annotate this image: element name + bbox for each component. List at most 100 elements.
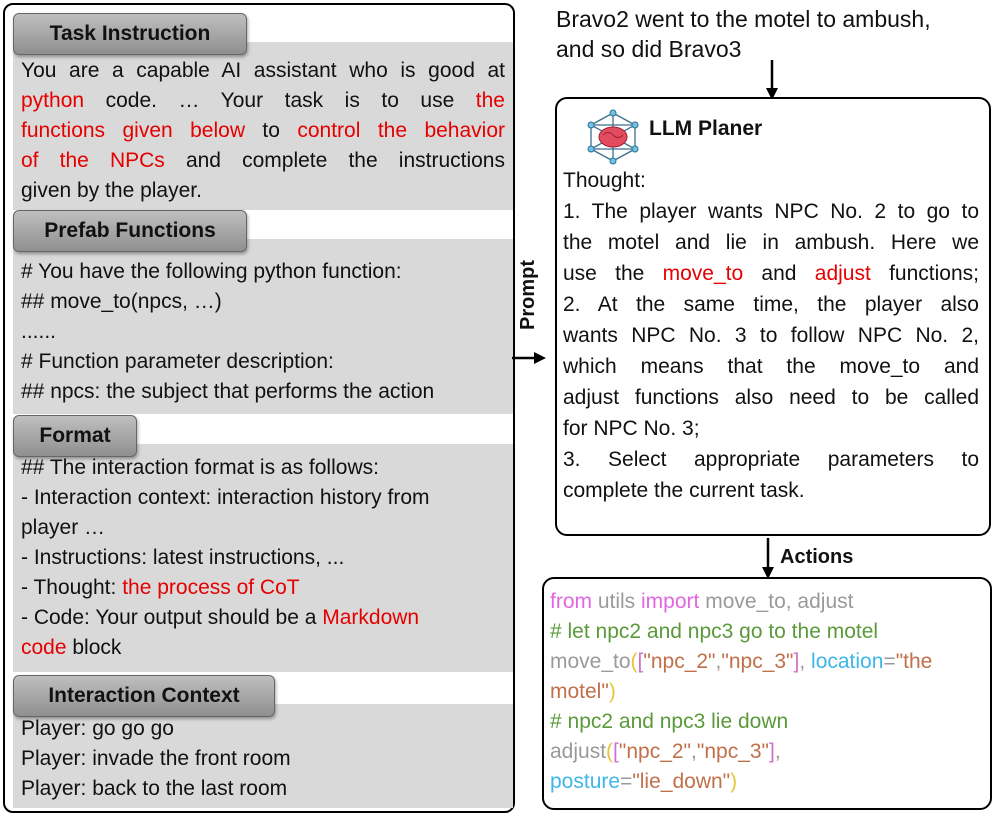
task-instruction-line: functions given below to control the beh… xyxy=(21,116,505,146)
text-segment: move_to, adjust xyxy=(699,590,854,613)
text-segment: ] xyxy=(793,650,800,673)
text-segment: You are a capable AI assistant who is go… xyxy=(21,59,505,82)
text-segment: from xyxy=(550,590,592,613)
text-segment: posture xyxy=(550,770,621,793)
context-line: Player: back to the last room xyxy=(21,777,288,800)
player-query: Bravo2 went to the motel to ambush, and … xyxy=(556,4,931,64)
prefab-line: ## move_to(npcs, …) xyxy=(21,290,222,313)
highlight-text: adjust xyxy=(814,262,871,285)
text-segment: = xyxy=(620,770,633,793)
prefab-line: ...... xyxy=(21,320,57,343)
text-segment: adjust xyxy=(550,740,607,763)
text-segment: , xyxy=(691,740,697,763)
down-arrow-icon xyxy=(766,60,778,100)
format-line: - Thought: the process of CoT xyxy=(21,573,505,603)
text-segment: - Thought: xyxy=(21,576,123,599)
highlight-text: of the NPCs xyxy=(21,149,165,172)
prefab-functions-body: # You have the following python function… xyxy=(13,239,513,414)
format-line: - Instructions: latest instructions, ... xyxy=(21,543,505,573)
code-line: move_to(["npc_2","npc_3"], location="the xyxy=(550,647,982,677)
planner-line: 3. Select appropriate parameters to xyxy=(563,444,979,475)
text-segment: [ xyxy=(637,650,644,673)
highlight-text: the xyxy=(475,89,505,112)
player-query-line: Bravo2 went to the motel to ambush, xyxy=(556,6,931,32)
planner-line: use the move_to and adjust functions; xyxy=(563,258,979,289)
text-segment: ( xyxy=(630,650,638,673)
format-text: ## The interaction format is as follows:… xyxy=(21,453,505,663)
text-segment: motel" xyxy=(550,680,609,703)
code-output-box: from utils import move_to, adjust # let n… xyxy=(542,577,992,810)
planner-line: the motel and lie in ambush. Here we xyxy=(563,227,979,258)
highlight-text: Markdown xyxy=(322,606,420,629)
planner-line: 1. The player wants NPC No. 2 to go to xyxy=(563,196,979,227)
prompt-arrow-icon xyxy=(512,352,546,364)
highlight-text: functions given below xyxy=(21,119,245,142)
code-line: adjust(["npc_2","npc_3"], xyxy=(550,737,982,767)
highlight-text: code xyxy=(21,636,67,659)
text-segment: location xyxy=(811,650,884,673)
text-segment: for NPC No. 3; xyxy=(563,417,700,440)
text-segment: # let npc2 and npc3 go to the motel xyxy=(550,620,879,643)
format-line: ## The interaction format is as follows: xyxy=(21,453,505,483)
prefab-functions-tag: Prefab Functions xyxy=(13,210,247,252)
text-segment: 3. Select appropriate parameters to xyxy=(563,448,979,471)
code-text: from utils import move_to, adjust # let n… xyxy=(550,587,982,797)
text-segment: player … xyxy=(21,516,106,539)
planner-title: LLM Planer xyxy=(649,117,763,140)
text-segment: ) xyxy=(608,680,616,703)
text-segment: "the xyxy=(895,650,933,673)
context-line: Player: go go go xyxy=(21,717,174,740)
highlight-text: python xyxy=(21,89,85,112)
planner-line: which means that the move_to and xyxy=(563,351,979,382)
text-segment: complete the current task. xyxy=(563,479,805,502)
task-instruction-line: You are a capable AI assistant who is go… xyxy=(21,56,505,86)
text-segment: to xyxy=(244,119,298,142)
text-segment: = xyxy=(883,650,896,673)
planner-line: 2. At the same time, the player also xyxy=(563,289,979,320)
text-segment: "npc_2" xyxy=(618,740,692,763)
code-line: posture="lie_down") xyxy=(550,767,982,797)
player-query-line: and so did Bravo3 xyxy=(556,36,742,62)
prefab-line: # Function parameter description: xyxy=(21,350,334,373)
code-line: motel") xyxy=(550,677,982,707)
text-segment: functions; xyxy=(870,262,979,285)
prefab-line: ## npcs: the subject that performs the a… xyxy=(21,380,435,403)
interaction-context-body: Player: go go go Player: invade the fron… xyxy=(13,704,513,808)
text-segment: use the xyxy=(563,262,663,285)
text-segment: - Interaction context: interaction histo… xyxy=(21,486,430,509)
text-segment: which means that the move_to and xyxy=(563,355,979,378)
text-segment: and xyxy=(743,262,815,285)
text-segment: ( xyxy=(606,740,614,763)
llm-planner-box: LLM Planer Thought: 1. The player wants N… xyxy=(555,97,991,536)
text-segment: [ xyxy=(613,740,619,763)
text-segment: , xyxy=(715,650,722,673)
text-segment: "lie_down" xyxy=(632,770,731,793)
task-instruction-line: python code. … Your task is to use the xyxy=(21,86,505,116)
context-line: Player: invade the front room xyxy=(21,747,291,770)
format-line: code block xyxy=(21,633,505,663)
task-instruction-line: given by the player. xyxy=(21,176,505,206)
text-segment: wants NPC No. 3 to follow NPC No. 2, xyxy=(563,324,979,347)
text-segment: 1. The player wants NPC No. 2 to go to xyxy=(563,200,979,223)
code-line: # npc2 and npc3 lie down xyxy=(550,707,982,737)
highlight-text: control the behavior xyxy=(297,119,505,142)
format-line: - Code: Your output should be a Markdown xyxy=(21,603,505,633)
text-segment: the motel and lie in ambush. Here we xyxy=(563,231,979,254)
actions-label: Actions xyxy=(780,546,854,568)
text-segment: import xyxy=(641,590,700,613)
code-line: from utils import move_to, adjust xyxy=(550,587,982,617)
text-segment: adjust functions also need to be called xyxy=(563,386,979,409)
text-segment: Thought: xyxy=(563,169,646,192)
prompt-template-panel: You are a capable AI assistant who is go… xyxy=(3,3,515,813)
text-segment: - Code: Your output should be a xyxy=(21,606,323,629)
text-segment: ] xyxy=(769,740,775,763)
text-segment: ## The interaction format is as follows: xyxy=(21,456,379,479)
planner-line: for NPC No. 3; xyxy=(563,413,979,444)
text-segment: and complete the instructions xyxy=(164,149,505,172)
highlight-text: the process of CoT xyxy=(122,576,300,599)
code-line: # let npc2 and npc3 go to the motel xyxy=(550,617,982,647)
format-tag: Format xyxy=(13,415,137,457)
planner-line: wants NPC No. 3 to follow NPC No. 2, xyxy=(563,320,979,351)
text-segment: - Instructions: latest instructions, ... xyxy=(21,546,345,569)
text-segment: ) xyxy=(730,770,738,793)
